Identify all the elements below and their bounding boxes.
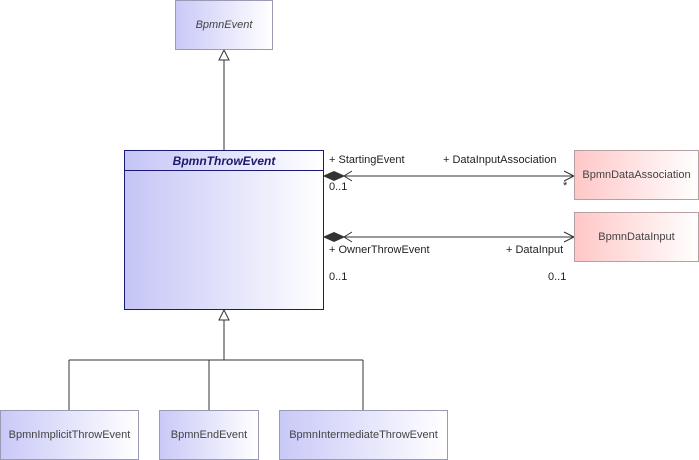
class-bpmn-data-input[interactable]: BpmnDataInput: [574, 212, 699, 262]
data-input-association-multiplicity-label: *: [563, 180, 568, 192]
generalization-arrowhead-event: [218, 48, 230, 61]
class-bpmn-data-association[interactable]: BpmnDataAssociation: [574, 150, 699, 200]
class-bpmn-end-event-label: BpmnEndEvent: [170, 429, 248, 441]
class-bpmn-event-label: BpmnEvent: [195, 19, 253, 31]
generalization-arrowhead-throw-event: [218, 308, 230, 321]
navigability-arrow-starting-source: [343, 170, 353, 182]
navigability-arrow-owner-source: [343, 231, 353, 243]
class-bpmn-intermediate-throw-event[interactable]: BpmnIntermediateThrowEvent: [279, 410, 448, 460]
class-bpmn-throw-event[interactable]: BpmnThrowEvent: [124, 150, 324, 310]
data-input-association-role-label: + DataInputAssociation: [443, 154, 557, 166]
class-bpmn-intermediate-throw-event-label: BpmnIntermediateThrowEvent: [289, 429, 438, 441]
class-bpmn-throw-event-title: BpmnThrowEvent: [125, 151, 323, 171]
class-bpmn-data-input-label: BpmnDataInput: [598, 231, 675, 243]
owner-throw-event-multiplicity-label: 0..1: [329, 271, 348, 283]
composition-diamond-starting: [322, 170, 346, 182]
class-bpmn-end-event[interactable]: BpmnEndEvent: [159, 410, 259, 460]
starting-event-role-label: + StartingEvent: [329, 154, 405, 166]
composition-diamond-owner: [322, 231, 346, 243]
class-bpmn-event[interactable]: BpmnEvent: [175, 0, 273, 50]
class-bpmn-implicit-throw-event[interactable]: BpmnImplicitThrowEvent: [0, 410, 139, 460]
data-input-multiplicity-label: 0..1: [548, 271, 567, 283]
data-input-role-label: + DataInput: [506, 244, 564, 256]
class-bpmn-data-association-label: BpmnDataAssociation: [582, 169, 691, 181]
starting-event-multiplicity-label: 0..1: [329, 181, 348, 193]
class-bpmn-implicit-throw-event-label: BpmnImplicitThrowEvent: [8, 429, 131, 441]
owner-throw-event-role-label: + OwnerThrowEvent: [329, 244, 430, 256]
